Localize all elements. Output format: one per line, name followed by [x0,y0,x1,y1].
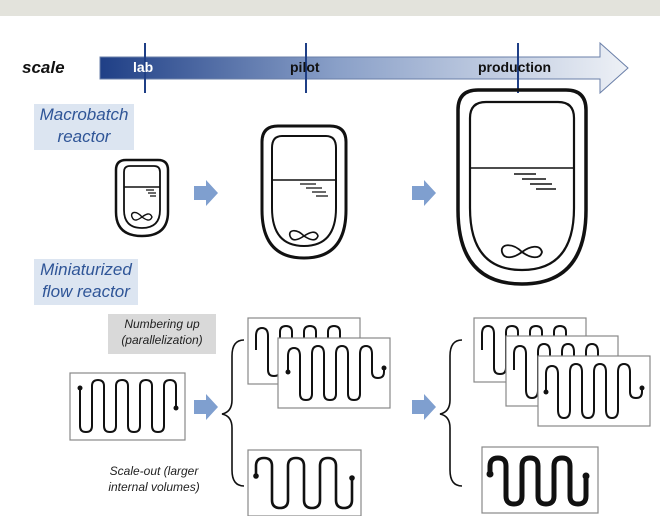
step-arrow-flow-1 [194,394,218,420]
stage-label-lab: lab [133,59,154,75]
scale-arrow [99,41,629,95]
stage-label-pilot: pilot [290,59,320,75]
lab-batch-vessel [114,158,170,238]
pilot-parallel-chip-2 [277,337,391,409]
top-band [0,0,660,16]
production-batch-vessel [456,88,588,286]
scale-out-label: Scale-out (larger internal volumes) [108,464,200,494]
brace-production [439,339,463,487]
numbering-up-label: Numbering up (parallelization) [108,314,216,354]
flow-reactor-label: Miniaturized flow reactor [34,259,138,305]
macrobatch-label: Macrobatch reactor [34,104,134,150]
brace-pilot [221,339,245,487]
production-scale-out-chip [481,446,599,514]
pilot-scale-out-chip [247,449,362,516]
scale-title: scale [22,58,65,77]
step-arrow-batch-1 [194,180,218,206]
base-flow-chip [69,372,186,441]
stage-label-production: production [478,59,552,75]
step-arrow-flow-2 [412,394,436,420]
production-parallel-chip-3 [537,355,651,427]
pilot-batch-vessel [260,124,348,260]
step-arrow-batch-2 [412,180,436,206]
